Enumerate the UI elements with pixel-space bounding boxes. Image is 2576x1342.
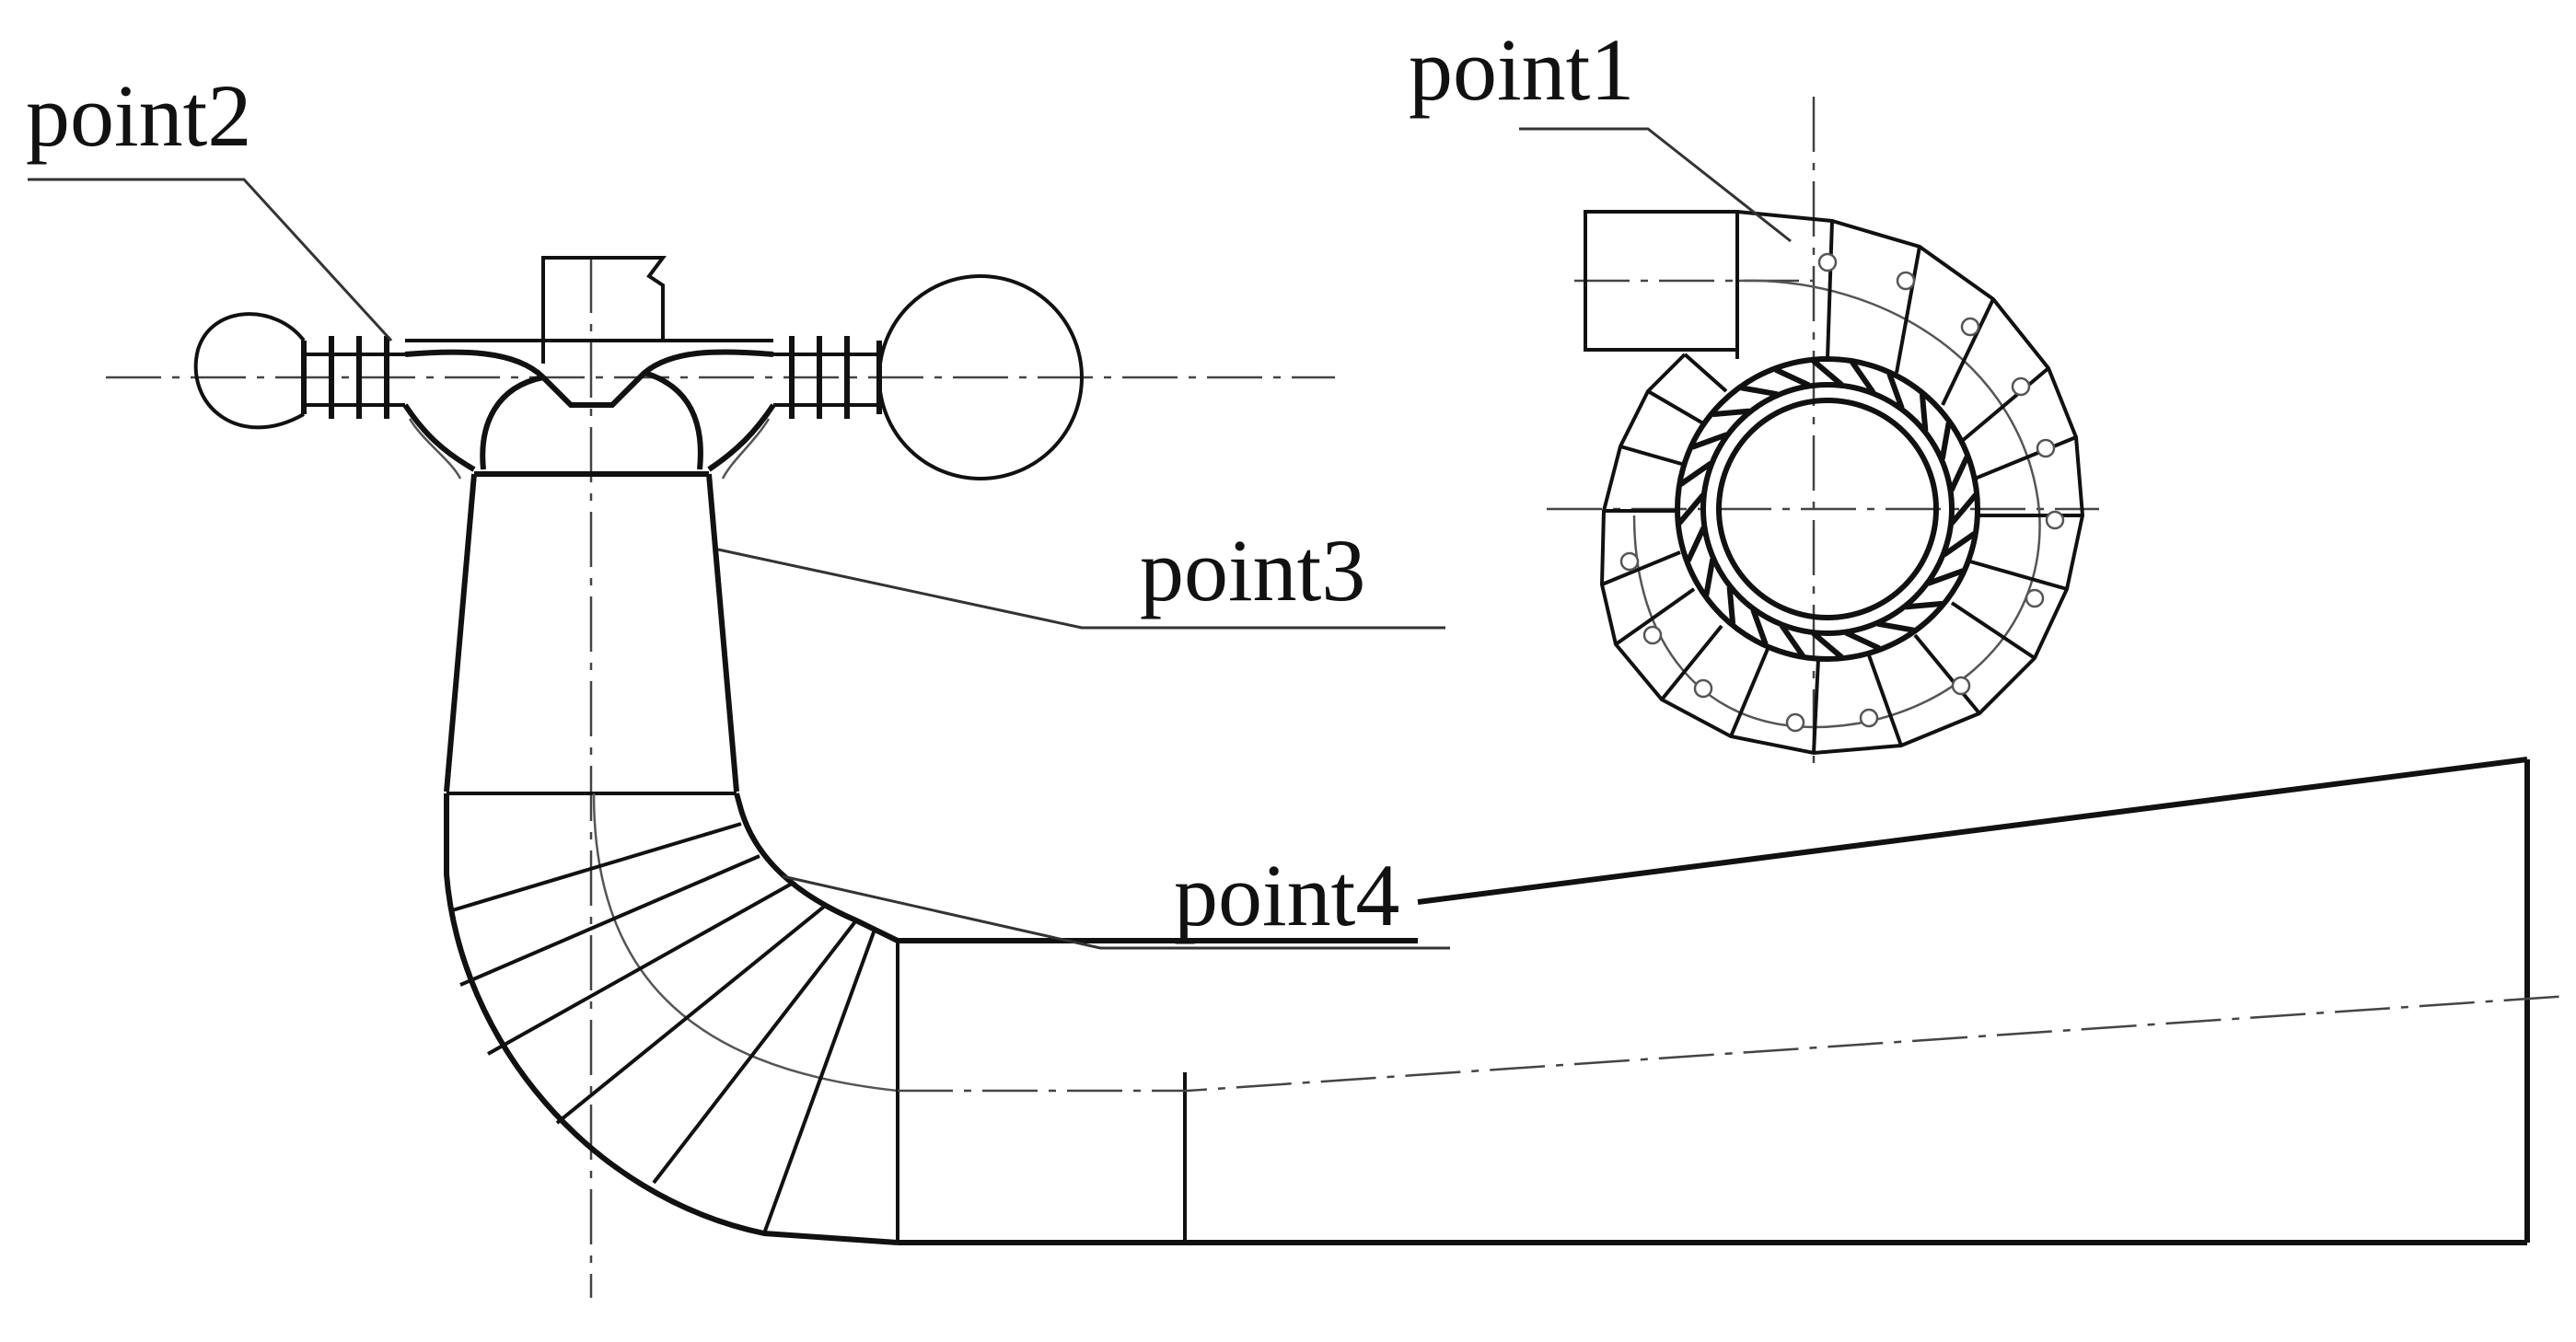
leader-point2: [28, 178, 393, 342]
plan-view: point1: [1409, 20, 2099, 769]
guide-vane: [1886, 372, 1905, 410]
stay-vane-markers: [1619, 252, 2065, 733]
guide-vanes-left: [301, 336, 405, 419]
guide-vane: [1811, 358, 1844, 388]
spiral-outer: [1599, 210, 2085, 756]
guide-vane-ring: [1677, 358, 1978, 660]
guide-vane: [1919, 394, 1929, 432]
draft-tube-cone-left: [444, 473, 477, 792]
runner-crown: [404, 349, 774, 408]
runner-blade-right: [644, 370, 703, 470]
guide-vane: [1690, 432, 1728, 450]
elbow-segments: [448, 822, 899, 1243]
leader-point3: [717, 548, 1445, 630]
guide-vane: [1712, 408, 1750, 418]
stay-ring-inner: [1700, 382, 1955, 636]
draft-tube-cone-right: [706, 473, 739, 792]
guide-vane: [1779, 623, 1805, 658]
label-point2: point2: [26, 66, 251, 165]
elbow-inner: [734, 792, 899, 943]
label-point3: point3: [1140, 521, 1365, 619]
label-point4: point4: [1174, 846, 1399, 944]
guide-vane: [1942, 531, 1977, 558]
guide-vane: [1905, 600, 1943, 610]
guide-vane: [1939, 422, 1952, 460]
guide-vane: [1685, 526, 1707, 562]
runner-blade-left: [480, 375, 544, 470]
guide-vane: [1876, 620, 1915, 633]
leader-point4: [782, 874, 1450, 950]
spiral-centerline: [1632, 279, 2041, 729]
guide-vane: [1927, 568, 1965, 586]
elbow-outer: [444, 793, 899, 1245]
section-view: point2 point3 point4: [26, 66, 2570, 1298]
diffuser-centerline: [898, 994, 2570, 1093]
guide-vane: [1850, 360, 1876, 395]
leader-point1: [1519, 127, 1792, 243]
label-point1: point1: [1409, 20, 1634, 119]
guide-vane: [1811, 631, 1844, 660]
runner-band-left: [402, 403, 476, 472]
diffuser-top-sloped: [1417, 757, 2528, 905]
shaft-stub: [541, 256, 667, 364]
guide-vane: [1750, 608, 1769, 646]
guide-vane: [1740, 385, 1779, 398]
runner-chamber: [1716, 398, 1939, 620]
spiral-section-left: [193, 312, 306, 430]
guide-vane: [1774, 366, 1811, 388]
guide-vane: [1844, 630, 1881, 652]
guide-vane: [1703, 558, 1716, 596]
guide-vanes-right: [773, 336, 882, 419]
guide-vane: [1949, 492, 1978, 526]
guide-vane: [1948, 456, 1970, 492]
spiral-segments: [1601, 212, 2083, 754]
elbow-centerline: [592, 792, 899, 1093]
runner-band-right: [707, 403, 776, 472]
guide-vane: [1678, 460, 1713, 487]
guide-vane: [1677, 492, 1706, 526]
guide-vane: [1726, 586, 1736, 624]
